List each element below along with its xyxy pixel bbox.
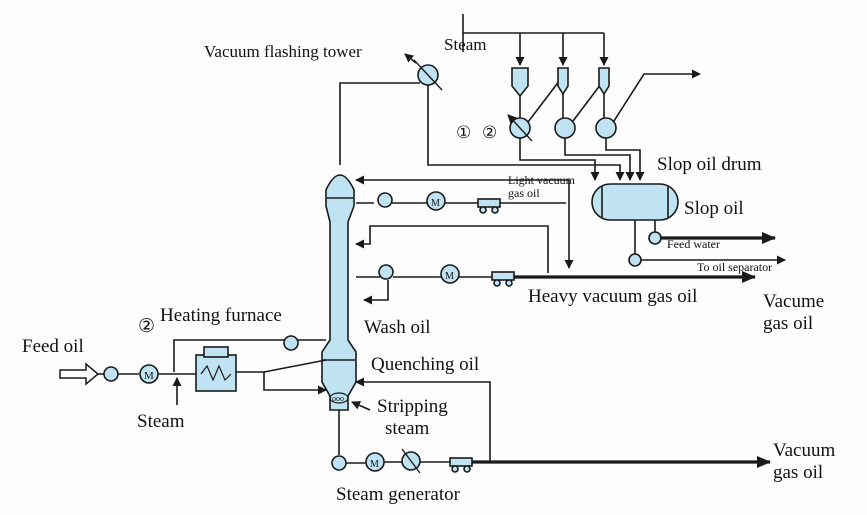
heating-furnace xyxy=(173,335,327,395)
overhead-vapor-line xyxy=(339,82,420,165)
vacuum-flashing-tower-unit xyxy=(404,53,625,181)
heavy-vacuum-gas-oil-circuit xyxy=(355,225,756,305)
feed-line: M xyxy=(59,362,196,405)
vacuum-gas-oil-label-line2: gas oil xyxy=(773,462,823,483)
slop-oil-label: Slop oil xyxy=(684,198,744,219)
circle-2-marker: ② xyxy=(482,123,497,142)
light-vacuum-gas-oil-label-line2: gas oil xyxy=(508,186,540,200)
to-oil-separator-label: To oil separator xyxy=(697,260,772,274)
vacuum-tower: ooo xyxy=(321,174,357,411)
feed-water-label: Feed water xyxy=(667,237,720,251)
vacuum-flashing-tower-label: Vacuum flashing tower xyxy=(204,42,362,61)
light-vacuum-gas-oil-circuit xyxy=(355,175,574,269)
feed-oil-label: Feed oil xyxy=(22,336,84,357)
pump-m-symbol: M xyxy=(144,370,154,382)
stripping-steam-label-line2: steam xyxy=(385,418,430,439)
slop-oil-drum xyxy=(591,183,786,267)
vacume-gas-oil-label-line2: gas oil xyxy=(763,313,813,334)
ejector-stage-3 xyxy=(595,67,701,181)
circle-1-marker: ① xyxy=(456,123,471,142)
ejector-stage-2 xyxy=(554,67,635,181)
pump-m-hvgo: M xyxy=(445,271,454,282)
bottoms-circuit xyxy=(331,377,771,474)
ejector-stage-1 xyxy=(507,67,600,181)
light-vacuum-gas-oil-label-line1: Light vacuum xyxy=(508,173,576,187)
heavy-vacuum-gas-oil-label: Heavy vacuum gas oil xyxy=(528,286,697,307)
wash-oil-label: Wash oil xyxy=(364,317,431,338)
steam-top-label: Steam xyxy=(444,35,487,54)
stripping-steam-label-line1: Stripping xyxy=(377,396,448,417)
vacume-gas-oil-label-line1: Vacume xyxy=(763,291,824,312)
steam-generator-label: Steam generator xyxy=(336,484,461,505)
heating-furnace-marker: ② xyxy=(138,316,155,337)
heating-furnace-label: Heating furnace xyxy=(160,305,282,326)
steam-bottom-label: Steam xyxy=(137,411,185,432)
quenching-oil-label: Quenching oil xyxy=(371,354,479,375)
pump-m-lvgo: M xyxy=(431,198,440,209)
slop-oil-drum-label: Slop oil drum xyxy=(657,154,762,175)
vacuum-gas-oil-label-line1: Vacuum xyxy=(773,440,835,461)
steam-header xyxy=(462,14,609,66)
svg-text:ooo: ooo xyxy=(332,394,344,403)
pump-m-bottoms: M xyxy=(370,459,379,470)
